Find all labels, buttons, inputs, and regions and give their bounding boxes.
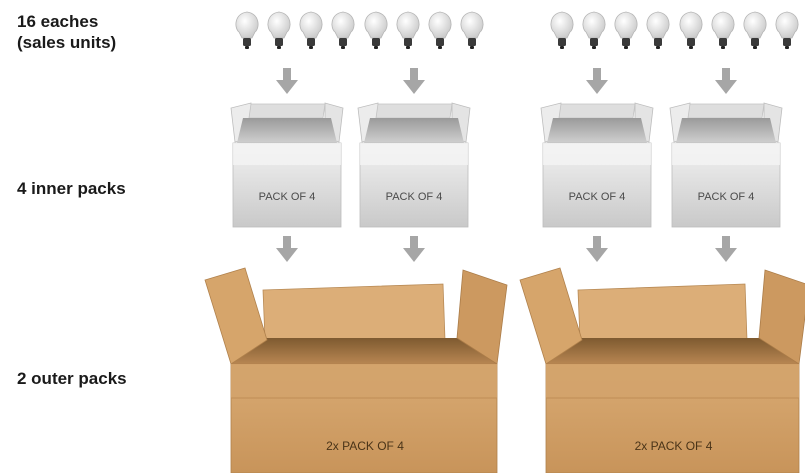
light-bulb-icon xyxy=(744,12,766,49)
bulbs-layer xyxy=(236,12,798,49)
light-bulb-icon xyxy=(551,12,573,49)
light-bulb-icon xyxy=(615,12,637,49)
outer-packs-layer: 2x PACK OF 4 2x PACK OF 4 xyxy=(205,268,805,473)
light-bulb-icon xyxy=(300,12,322,49)
down-arrow-icon xyxy=(403,68,425,94)
down-arrow-icon xyxy=(276,236,298,262)
down-arrow-icon xyxy=(276,68,298,94)
light-bulb-icon xyxy=(429,12,451,49)
light-bulb-icon xyxy=(236,12,258,49)
light-bulb-icon xyxy=(461,12,483,49)
down-arrow-icon xyxy=(715,68,737,94)
inner-packs-layer: PACK OF 4 PACK OF 4 PACK OF 4 PACK OF 4 xyxy=(231,103,782,227)
inner-pack-label: PACK OF 4 xyxy=(259,191,316,203)
light-bulb-icon xyxy=(332,12,354,49)
inner-pack-box: PACK OF 4 xyxy=(231,103,343,227)
down-arrow-icon xyxy=(715,236,737,262)
light-bulb-icon xyxy=(647,12,669,49)
down-arrow-icon xyxy=(403,236,425,262)
light-bulb-icon xyxy=(397,12,419,49)
inner-pack-label: PACK OF 4 xyxy=(569,191,626,203)
outer-pack-label: 2x PACK OF 4 xyxy=(635,439,713,453)
outer-pack-label: 2x PACK OF 4 xyxy=(326,439,404,453)
light-bulb-icon xyxy=(583,12,605,49)
outer-pack-box: 2x PACK OF 4 xyxy=(205,268,507,473)
outer-pack-box: 2x PACK OF 4 xyxy=(520,268,805,473)
inner-pack-box: PACK OF 4 xyxy=(670,103,782,227)
inner-pack-label: PACK OF 4 xyxy=(386,191,443,203)
inner-pack-box: PACK OF 4 xyxy=(541,103,653,227)
down-arrow-icon xyxy=(586,236,608,262)
light-bulb-icon xyxy=(680,12,702,49)
inner-pack-label: PACK OF 4 xyxy=(698,191,755,203)
light-bulb-icon xyxy=(712,12,734,49)
light-bulb-icon xyxy=(365,12,387,49)
inner-pack-box: PACK OF 4 xyxy=(358,103,470,227)
arrows-layer xyxy=(276,68,737,262)
light-bulb-icon xyxy=(776,12,798,49)
down-arrow-icon xyxy=(586,68,608,94)
light-bulb-icon xyxy=(268,12,290,49)
